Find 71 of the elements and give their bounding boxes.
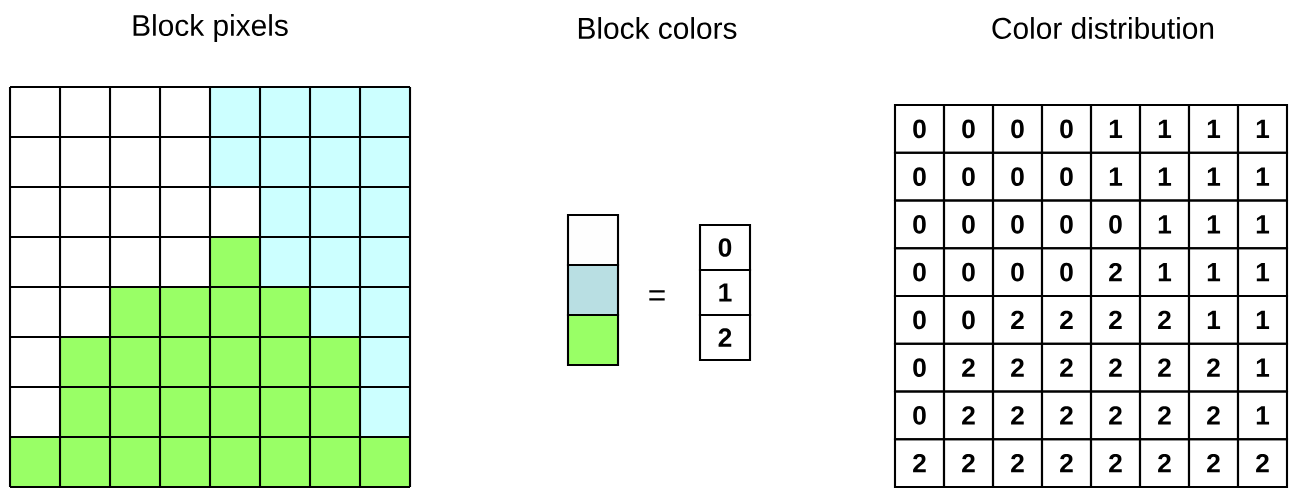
table-cell: 2 xyxy=(1040,438,1093,488)
table-cell: 2 xyxy=(1040,342,1093,393)
table-cell: 1 xyxy=(1187,199,1240,250)
table-cell: 0 xyxy=(893,342,946,393)
value-cell: 0 xyxy=(698,223,752,272)
table-cell: 0 xyxy=(893,103,946,154)
table-cell: 1 xyxy=(1138,199,1191,250)
table-cell: 0 xyxy=(893,294,946,345)
table-cell: 0 xyxy=(942,247,995,298)
table-cell: 2 xyxy=(1089,390,1142,441)
table-cell: 2 xyxy=(1138,438,1191,488)
table-cell: 0 xyxy=(893,199,946,250)
table-cell: 0 xyxy=(942,103,995,154)
table-cell: 2 xyxy=(991,294,1044,345)
table-cell: 1 xyxy=(1138,103,1191,154)
table-cell: 2 xyxy=(942,342,995,393)
table-cell: 0 xyxy=(1040,247,1093,298)
table-cell: 1 xyxy=(1187,294,1240,345)
table-cell: 0 xyxy=(991,199,1044,250)
table-cell: 1 xyxy=(1138,151,1191,202)
table-cell: 0 xyxy=(893,390,946,441)
value-cell: 1 xyxy=(698,268,752,317)
table-cell: 0 xyxy=(991,151,1044,202)
table-cell: 0 xyxy=(991,247,1044,298)
table-cell: 2 xyxy=(1187,390,1240,441)
table-cell: 2 xyxy=(991,438,1044,488)
table-cell: 0 xyxy=(1040,103,1093,154)
table-cell: 0 xyxy=(893,247,946,298)
table-cell: 1 xyxy=(1089,103,1142,154)
table-cell: 1 xyxy=(1236,342,1289,393)
table-cell: 0 xyxy=(942,151,995,202)
table-cell: 2 xyxy=(1138,294,1191,345)
table-cell: 2 xyxy=(1236,438,1289,488)
table-cell: 0 xyxy=(991,103,1044,154)
table-cell: 1 xyxy=(1089,151,1142,202)
table-cell: 1 xyxy=(1187,247,1240,298)
equals-sign: = xyxy=(649,290,665,301)
heading: Block pixels xyxy=(133,14,288,42)
heading: Block colors xyxy=(578,17,737,39)
table-cell: 0 xyxy=(942,199,995,250)
table-cell: 1 xyxy=(1187,103,1240,154)
table-cell: 2 xyxy=(893,438,946,488)
table-cell: 2 xyxy=(1187,438,1240,488)
table-cell: 0 xyxy=(1089,199,1142,250)
table-cell: 1 xyxy=(1187,151,1240,202)
table-cell: 1 xyxy=(1236,151,1289,202)
table-cell: 2 xyxy=(1089,342,1142,393)
table-cell: 2 xyxy=(942,438,995,488)
table-cell: 1 xyxy=(1236,103,1289,154)
table-cell: 2 xyxy=(1040,390,1093,441)
table-cell: 0 xyxy=(942,294,995,345)
table-cell: 2 xyxy=(1089,294,1142,345)
table-cell: 1 xyxy=(1138,247,1191,298)
table-cell: 2 xyxy=(991,390,1044,441)
table-cell: 0 xyxy=(893,151,946,202)
table-cell: 2 xyxy=(942,390,995,441)
table-cell: 2 xyxy=(1138,342,1191,393)
table-cell: 1 xyxy=(1236,294,1289,345)
table-cell: 2 xyxy=(1187,342,1240,393)
heading: Color distribution xyxy=(992,17,1214,39)
table-cell: 1 xyxy=(1236,199,1289,250)
value-cell: 2 xyxy=(698,313,752,362)
table-cell: 1 xyxy=(1236,247,1289,298)
table-cell: 1 xyxy=(1236,390,1289,441)
table-cell: 2 xyxy=(1040,294,1093,345)
table-cell: 2 xyxy=(991,342,1044,393)
table-cell: 2 xyxy=(1089,438,1142,488)
table-cell: 0 xyxy=(1040,151,1093,202)
table-cell: 0 xyxy=(1040,199,1093,250)
table-cell: 2 xyxy=(1089,247,1142,298)
table-cell: 2 xyxy=(1138,390,1191,441)
